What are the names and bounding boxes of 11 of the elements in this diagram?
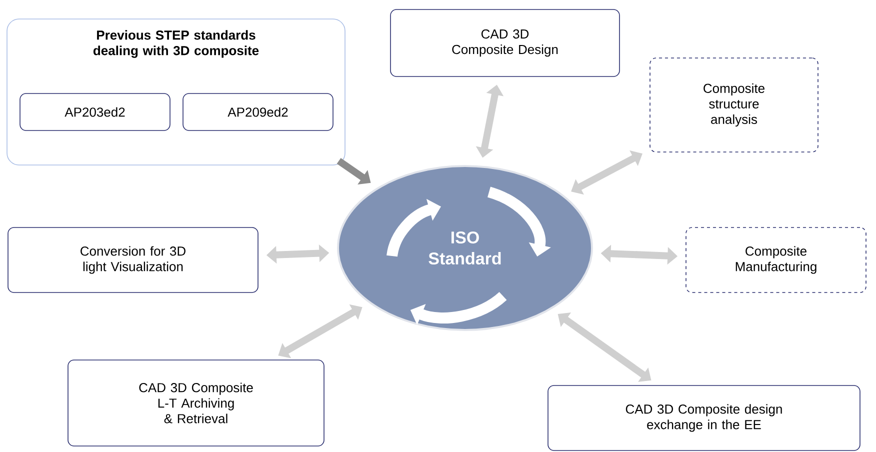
node-label: ISO Standard — [428, 231, 501, 265]
process-box: AP203ed2 — [20, 93, 170, 131]
process-box: CAD 3D Composite Design — [390, 9, 620, 77]
process-box: Conversion for 3D light Visualization — [8, 227, 258, 293]
process-box: CAD 3D Composite L-T Archiving & Retrieval — [68, 360, 324, 446]
process-box: CAD 3D Composite design exchange in the EE — [548, 385, 860, 451]
arrow — [571, 150, 642, 195]
process-box: AP209ed2 — [182, 93, 334, 131]
central-ellipse — [337, 165, 593, 331]
process-box: Composite Manufacturing — [686, 227, 866, 293]
process-box: Composite structure analysis — [650, 58, 818, 152]
